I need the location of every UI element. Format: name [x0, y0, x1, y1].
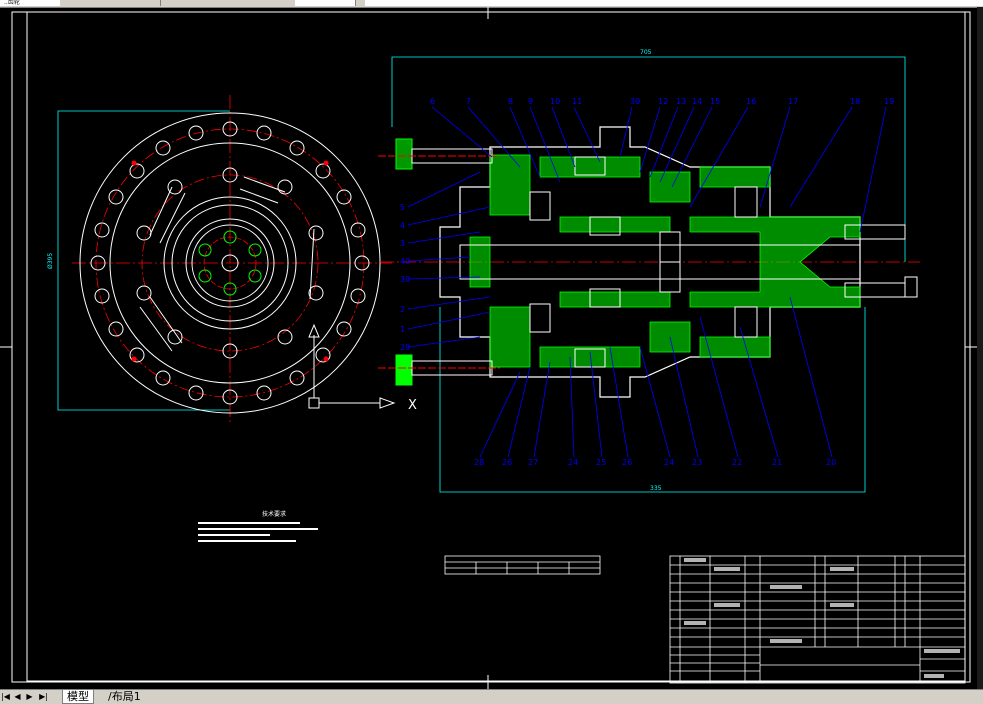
vertical-scrollbar[interactable]	[977, 7, 983, 689]
svg-text:16: 16	[746, 97, 756, 106]
svg-text:10: 10	[550, 97, 560, 106]
toolbar-dropdown[interactable]	[520, 0, 681, 6]
bolt-hole	[223, 282, 237, 296]
svg-text:4: 4	[400, 221, 405, 230]
svg-text:11: 11	[572, 97, 582, 106]
tab-separator: /	[108, 690, 112, 703]
small-holes	[131, 160, 329, 362]
svg-text:28: 28	[474, 458, 484, 467]
center-bolt-circle	[203, 236, 257, 290]
bolt-hole	[223, 230, 237, 244]
toolbar-dropdown[interactable]	[680, 0, 816, 6]
bolt-circle	[95, 128, 365, 398]
tab-layout1-label: 布局1	[111, 690, 141, 703]
svg-text:17: 17	[788, 97, 798, 106]
next-tab-button[interactable]: ▶	[26, 692, 33, 701]
bolt-hole	[198, 269, 212, 283]
svg-text:18: 18	[850, 97, 860, 106]
svg-text:9: 9	[528, 97, 533, 106]
hub-ring	[185, 218, 275, 308]
section-view: 705 335	[378, 49, 920, 493]
center-bore	[221, 254, 239, 272]
housing-outline	[439, 126, 861, 398]
toolbar-dropdown[interactable]	[815, 0, 983, 6]
svg-text:X: X	[408, 398, 417, 413]
output-bolts	[844, 224, 918, 298]
title-block	[669, 555, 966, 684]
toolbar-dropdown[interactable]	[365, 0, 521, 6]
hub-ring	[171, 204, 289, 322]
svg-text:8: 8	[508, 97, 513, 106]
svg-text:1: 1	[400, 325, 405, 334]
pin-slots	[139, 176, 315, 352]
bolt-hole	[248, 269, 262, 283]
svg-text:23: 23	[692, 458, 702, 467]
first-tab-button[interactable]: |◀	[1, 692, 10, 701]
dim-line-left	[57, 110, 230, 411]
title-block-fills	[684, 558, 960, 678]
flange-outer	[79, 112, 381, 414]
tab-model[interactable]: 模型	[62, 690, 94, 704]
parameter-table	[444, 555, 601, 575]
svg-text:6: 6	[430, 97, 435, 106]
hub-outer	[163, 196, 297, 330]
svg-text:21: 21	[772, 458, 782, 467]
svg-text:24: 24	[568, 458, 578, 467]
svg-text:15: 15	[710, 97, 720, 106]
svg-text:25: 25	[596, 458, 606, 467]
end-view: Ø395	[47, 95, 417, 425]
svg-text:12: 12	[658, 97, 668, 106]
svg-text:13: 13	[676, 97, 686, 106]
pin-circle	[141, 174, 319, 352]
outer-bolt-holes	[90, 121, 370, 405]
prev-tab-button[interactable]: ◀	[14, 692, 21, 701]
svg-text:5: 5	[400, 203, 405, 212]
svg-text:29: 29	[400, 343, 410, 352]
tech-req-title: 技术要求	[262, 510, 286, 518]
svg-text:7: 7	[466, 97, 471, 106]
svg-text:22: 22	[732, 458, 742, 467]
svg-text:20: 20	[826, 458, 836, 467]
bolt-hole	[248, 243, 262, 257]
dim-text-bottom: 335	[650, 485, 662, 492]
toolbar-segment	[60, 0, 161, 6]
layout-tab-bar: |◀ ◀ ▶ ▶| 模型 /布局1	[0, 689, 983, 704]
toolbar-title[interactable]: ..齿轮	[0, 0, 61, 6]
dim-text-left: Ø395	[47, 253, 54, 269]
tab-layout1[interactable]: /布局1	[104, 690, 145, 703]
svg-text:30: 30	[630, 97, 640, 106]
bolt-hole	[198, 243, 212, 257]
toolbar-dropdown[interactable]	[295, 0, 356, 6]
svg-text:30: 30	[400, 275, 410, 284]
dim-line-bottom	[439, 307, 866, 493]
dim-line-top	[391, 56, 906, 262]
svg-text:19: 19	[884, 97, 894, 106]
leader-lines	[407, 106, 887, 458]
hatched-sections	[469, 154, 861, 368]
svg-text:27: 27	[528, 458, 538, 467]
svg-text:26: 26	[502, 458, 512, 467]
flange-inner	[109, 142, 351, 384]
svg-text:26: 26	[622, 458, 632, 467]
drawing-canvas[interactable]: Ø395	[0, 7, 983, 689]
ucs-icon: X	[308, 323, 417, 413]
svg-text:3: 3	[400, 239, 405, 248]
svg-text:24: 24	[664, 458, 674, 467]
dim-text-top: 705	[640, 49, 652, 56]
svg-text:2: 2	[400, 305, 405, 314]
svg-text:40: 40	[400, 257, 410, 266]
cad-drawing: Ø395	[0, 7, 983, 689]
part-labels: 6 7 8 9 10 11 30 12 13 14 15 16 17 18 19…	[400, 97, 894, 467]
hub-ring	[191, 224, 269, 302]
technical-requirements: 技术要求	[198, 510, 318, 542]
toolbar-strip: ..齿轮	[0, 0, 983, 8]
input-bolts	[378, 138, 500, 386]
svg-text:14: 14	[692, 97, 702, 106]
last-tab-button[interactable]: ▶|	[39, 692, 48, 701]
